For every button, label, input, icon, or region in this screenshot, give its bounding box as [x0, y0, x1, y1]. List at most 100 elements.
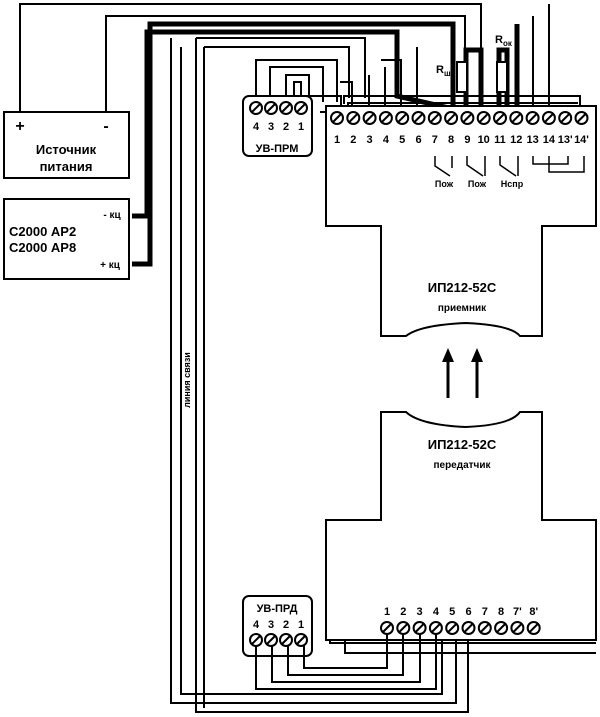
transmitter-terminal-8: [494, 621, 509, 635]
transmitter-body: [325, 411, 597, 641]
uv-prm-terminal-3: [279, 101, 293, 115]
wire-bus-top: [343, 95, 581, 108]
receiver-terminal-label: 9: [464, 134, 470, 146]
transmitter-model-label: ИП212-52С: [428, 437, 497, 452]
receiver-terminal-label: 1: [334, 134, 340, 146]
wire-uvprd-4: [255, 628, 437, 690]
receiver-terminal-11: [493, 111, 507, 125]
transmitter-terminal-1: [380, 621, 394, 635]
transmitter-terminal-2: [396, 621, 411, 635]
transmitter-terminal-label: 1: [384, 606, 390, 618]
wire-comm-line-2: [180, 47, 443, 695]
receiver-terminal-5: [395, 111, 410, 125]
receiver-terminal-label: 5: [399, 134, 405, 146]
wire-tx-bus-1: [329, 640, 596, 644]
receiver-terminal-2: [346, 111, 361, 125]
receiver-terminal-9: [460, 111, 475, 125]
receiver-terminal-7: [427, 111, 442, 125]
power-minus-label: -: [103, 118, 108, 135]
uv-prm-terminal-label: 1: [298, 121, 304, 133]
uv-prd-terminal-block: [249, 633, 308, 647]
receiver-terminal-label: 10: [478, 134, 490, 146]
resistor-r-sh-label: Rш: [436, 64, 451, 78]
transmitter-terminal-10: [526, 621, 541, 635]
transmitter-terminal-7: [477, 621, 492, 635]
receiver-terminal-label: 6: [415, 134, 421, 146]
receiver-terminal-16: [574, 111, 589, 125]
panel-label-1: С2000 АР2: [9, 224, 76, 239]
uv-prd-label: УВ-ПРД: [257, 603, 298, 615]
wire-tx-bus-2: [344, 640, 596, 654]
transmitter-terminal-label: 6: [465, 606, 471, 618]
receiver-terminal-14: [541, 111, 556, 125]
transmitter-terminal-3: [412, 621, 427, 635]
receiver-terminal-3: [362, 111, 377, 125]
uv-prm-terminal-label: 3: [268, 121, 274, 133]
receiver-terminal-15: [558, 111, 573, 125]
wire-uvprd-1: [303, 628, 388, 669]
wire-uvprd-2: [287, 628, 404, 676]
uv-prm-terminal-4: [294, 101, 308, 115]
uv-prm-terminal-2: [264, 101, 278, 115]
receiver-terminal-label: 12: [510, 134, 522, 146]
receiver-terminal-label: 4: [383, 134, 390, 146]
power-plus-label: +: [15, 118, 24, 135]
relay-label-fire-1: Пож: [435, 179, 454, 189]
uv-prm-terminal-1: [249, 101, 263, 115]
transmitter-terminal-label: 3: [417, 606, 423, 618]
wire-kc-plus: [132, 21, 456, 267]
uv-prm-terminal-label: 2: [283, 121, 289, 133]
power-supply-box: [3, 111, 130, 179]
transmitter-terminal-label: 8: [498, 606, 504, 618]
receiver-terminal-label: 14: [543, 134, 556, 146]
transmitter-terminal-9: [510, 621, 525, 635]
panel-minus-kc-label: - кц: [103, 210, 121, 221]
receiver-terminal-13: [525, 111, 540, 125]
receiver-terminal-12: [509, 111, 524, 125]
uv-prd-terminal-label: 3: [268, 619, 274, 631]
receiver-terminal-10: [476, 111, 491, 125]
wire-comm-line-3: [196, 37, 366, 98]
receiver-terminal-label: 7: [432, 134, 438, 146]
transmitter-terminal-6: [461, 621, 476, 635]
transmitter-terminal-label: 5: [449, 606, 455, 618]
uv-prm-label: УВ-ПРМ: [256, 143, 299, 155]
transmitter-terminal-block: [380, 621, 541, 635]
beam-arrow-head-2: [471, 348, 483, 362]
receiver-terminal-1: [330, 111, 344, 125]
wire-comm-line-4: [204, 46, 350, 98]
relay-contacts: [434, 156, 585, 177]
wire-uvprd-3: [271, 628, 421, 683]
receiver-terminal-8: [444, 111, 459, 125]
transmitter-terminal-label: 4: [433, 606, 440, 618]
receiver-terminal-label: 8: [448, 134, 454, 146]
panel-label-2: С2000 АР8: [9, 240, 76, 255]
transmitter-role-label: передатчик: [433, 460, 491, 471]
comm-line-label: линия связи: [182, 352, 192, 408]
uv-prd-terminal-2: [264, 633, 278, 647]
transmitter-terminal-5: [445, 621, 460, 635]
receiver-role-label: приемник: [438, 303, 487, 314]
transmitter-terminal-4: [428, 621, 443, 635]
beam-arrow-head-1: [442, 348, 454, 362]
uv-prd-terminal-1: [249, 633, 263, 647]
receiver-terminal-label: 3: [367, 134, 373, 146]
relay-label-fault: Нспр: [501, 179, 524, 189]
resistor-r-ok: [496, 61, 508, 93]
receiver-body: [325, 105, 597, 337]
transmitter-terminal-label: 7: [482, 606, 488, 618]
uv-prd-terminal-3: [279, 633, 293, 647]
receiver-terminal-label: 14': [574, 134, 589, 146]
power-supply-label-1: Источник: [36, 142, 97, 157]
wire-rx-t5: [381, 59, 402, 112]
uv-prd-terminal-4: [294, 633, 308, 647]
receiver-terminal-block: [330, 111, 589, 125]
receiver-terminal-label: 11: [494, 134, 506, 146]
transmitter-terminal-label: 7': [513, 606, 522, 618]
resistor-r-ok-label: Rок: [495, 34, 513, 48]
panel-plus-kc-label: + кц: [100, 260, 121, 271]
receiver-terminal-6: [411, 111, 426, 125]
wire-uvprm-4: [255, 59, 338, 102]
receiver-terminal-label: 2: [350, 134, 356, 146]
